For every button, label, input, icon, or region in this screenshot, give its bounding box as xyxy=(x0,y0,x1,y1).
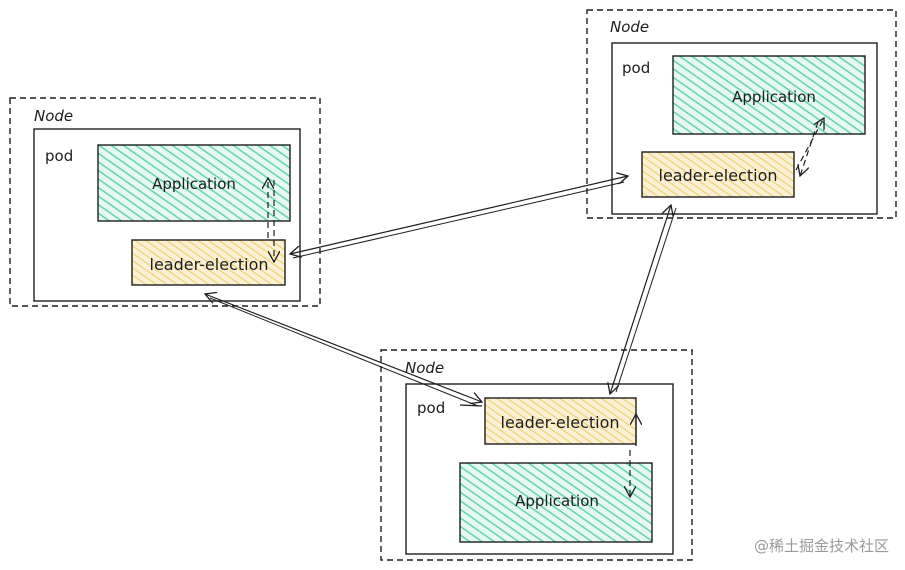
node-2-pod-box xyxy=(611,42,878,215)
node-3: Node pod leader-election Application xyxy=(380,349,693,561)
link-node1-node3-sketch xyxy=(209,297,479,407)
node-2-pod-label: pod xyxy=(622,59,650,77)
watermark: @稀土掘金技术社区 xyxy=(753,537,889,555)
link-node1-node2-sketch xyxy=(292,181,625,259)
node-1-application-box xyxy=(97,144,291,222)
node-2-boundary xyxy=(586,9,897,219)
node-3-pod-pointer xyxy=(459,404,483,407)
node-3-boundary xyxy=(380,349,693,561)
node-3-pod-label: pod xyxy=(417,399,445,417)
node-2-leader-election-label: leader-election xyxy=(659,166,778,185)
node-2-leader-election-box xyxy=(641,151,795,198)
link-node2-node3-sketch xyxy=(615,207,677,393)
node-3-leader-election-label: leader-election xyxy=(501,413,620,432)
node-1-label: Node xyxy=(34,107,73,125)
node-3-leader-election-box xyxy=(484,397,637,445)
link-node1-node2 xyxy=(290,176,628,254)
node-3-application-label: Application xyxy=(515,492,599,510)
node-3-pod-box xyxy=(405,383,674,555)
node-2-application-box xyxy=(672,55,866,135)
node-1-leader-election-box xyxy=(131,239,286,286)
node-3-application-box xyxy=(459,462,653,543)
election-connections xyxy=(205,176,677,407)
node-1-application-label: Application xyxy=(152,175,236,193)
node-1: Node pod Application leader-election xyxy=(9,97,321,307)
node-2: Node pod Application leader-election xyxy=(586,9,897,219)
node-2-application-label: Application xyxy=(732,88,816,106)
node-1-leader-election-label: leader-election xyxy=(150,255,269,274)
node-2-label: Node xyxy=(610,18,649,36)
link-node2-node3 xyxy=(610,205,671,394)
node-1-pod-label: pod xyxy=(45,147,73,165)
link-node1-node3 xyxy=(205,294,482,402)
